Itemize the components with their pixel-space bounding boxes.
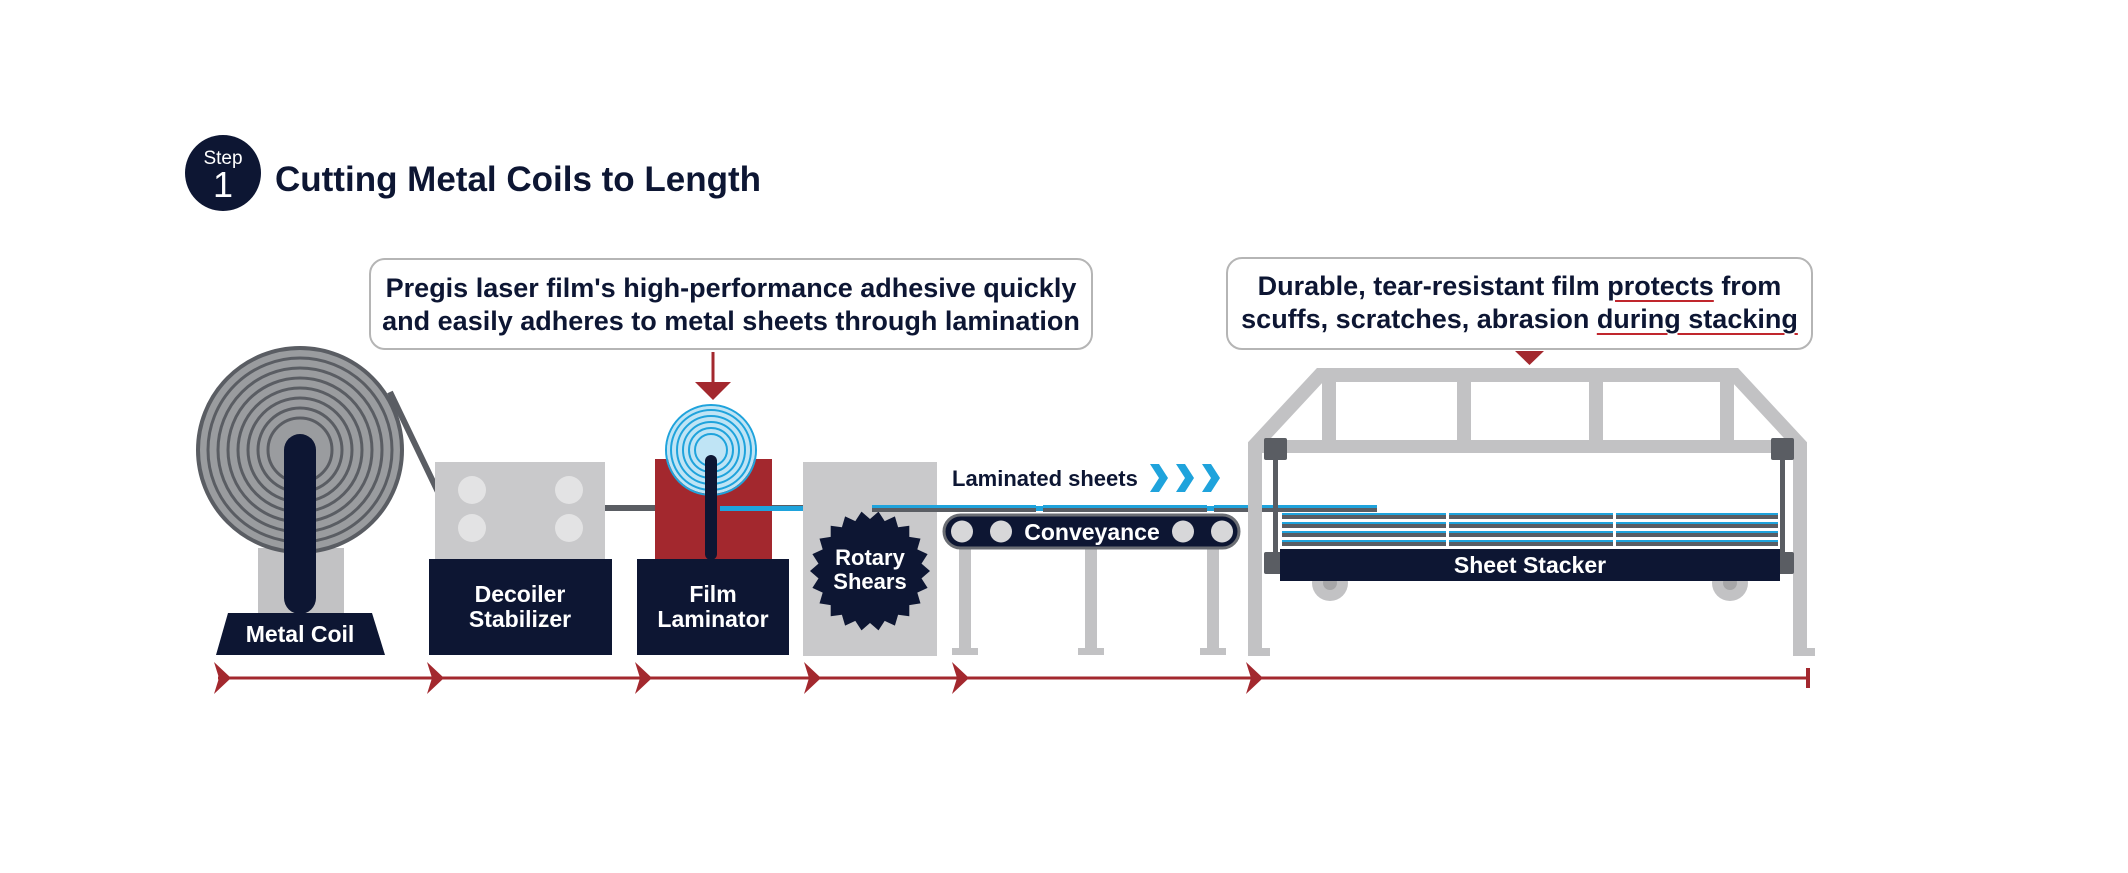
callout-lamination-line1: Pregis laser film's high-performance adh… [385, 273, 1077, 303]
conveyor-leg [1085, 545, 1097, 653]
decoiler-roller [458, 476, 486, 504]
decoiler-label-line1: Decoiler [475, 581, 566, 607]
conveyor-leg [959, 545, 971, 653]
callout-lamination: Pregis laser film's high-performance adh… [369, 258, 1093, 350]
callout-protection-highlight: during stacking [1596, 304, 1798, 334]
decoiler-roller [555, 476, 583, 504]
cut-sheets [872, 505, 1377, 512]
callout-right-pointer [1515, 351, 1544, 365]
laminated-sheets-label: Laminated sheets [952, 466, 1138, 491]
callout-protection-text: scuffs, scratches, abrasion [1241, 304, 1597, 334]
callout-protection: Durable, tear-resistant film protects fr… [1226, 257, 1813, 350]
decoiler-stabilizer-station: Decoiler Stabilizer [429, 462, 612, 655]
direction-chevrons [1150, 464, 1220, 492]
step-word: Step [203, 147, 243, 169]
callout-protection-text: Durable, tear-resistant film [1257, 271, 1608, 301]
rotary-shears-station: Rotary Shears [803, 462, 937, 656]
conveyance-station: Conveyance [942, 513, 1241, 655]
coil-spindle [284, 434, 316, 614]
sheet-stacker-station: Sheet Stacker [1248, 368, 1815, 656]
rotary-shears-gear [810, 511, 930, 631]
decoiler-housing [435, 462, 605, 560]
step-badge: Step 1 [185, 135, 261, 211]
timeline-marker [952, 662, 969, 694]
step-number: 1 [212, 163, 234, 205]
timeline-marker [1246, 662, 1263, 694]
callout-protection-line2: scuffs, scratches, abrasion during stack… [1228, 303, 1811, 336]
page-title: Cutting Metal Coils to Length [275, 160, 762, 199]
metal-coil-station: Metal Coil [196, 346, 404, 655]
timeline-marker [427, 662, 444, 694]
process-timeline [214, 662, 1810, 694]
callout-left-pointer [695, 352, 731, 400]
timeline-marker [635, 662, 652, 694]
conveyor-leg [1207, 545, 1219, 653]
timeline-marker [804, 662, 821, 694]
laminator-spindle [705, 455, 717, 560]
timeline-marker [214, 662, 231, 694]
callout-protection-text: from [1713, 271, 1782, 301]
stacked-sheets [1282, 513, 1778, 546]
laminator-label-line1: Film [689, 581, 736, 607]
laminator-base [637, 559, 789, 655]
shears-label-line1: Rotary [835, 545, 905, 570]
shears-label-line2: Shears [833, 569, 906, 594]
decoiler-roller [458, 514, 486, 542]
laminator-label-line2: Laminator [657, 606, 768, 632]
callout-protection-line1: Durable, tear-resistant film protects fr… [1228, 270, 1811, 303]
film-laminator-station: Film Laminator [637, 404, 789, 655]
conveyance-label: Conveyance [1024, 519, 1160, 545]
metal-coil-label: Metal Coil [246, 621, 355, 647]
sheet-stacker-label: Sheet Stacker [1454, 552, 1606, 578]
callout-protection-highlight: protects [1607, 271, 1714, 301]
stacker-gantry [1248, 368, 1807, 655]
decoiler-base [429, 559, 612, 655]
conveyor-belt [942, 513, 1241, 550]
decoiler-roller [555, 514, 583, 542]
decoiler-label-line2: Stabilizer [469, 606, 571, 632]
stacker-platform [1280, 549, 1780, 581]
callout-lamination-line2: and easily adheres to metal sheets throu… [382, 306, 1080, 336]
metal-coil-base [216, 613, 385, 655]
